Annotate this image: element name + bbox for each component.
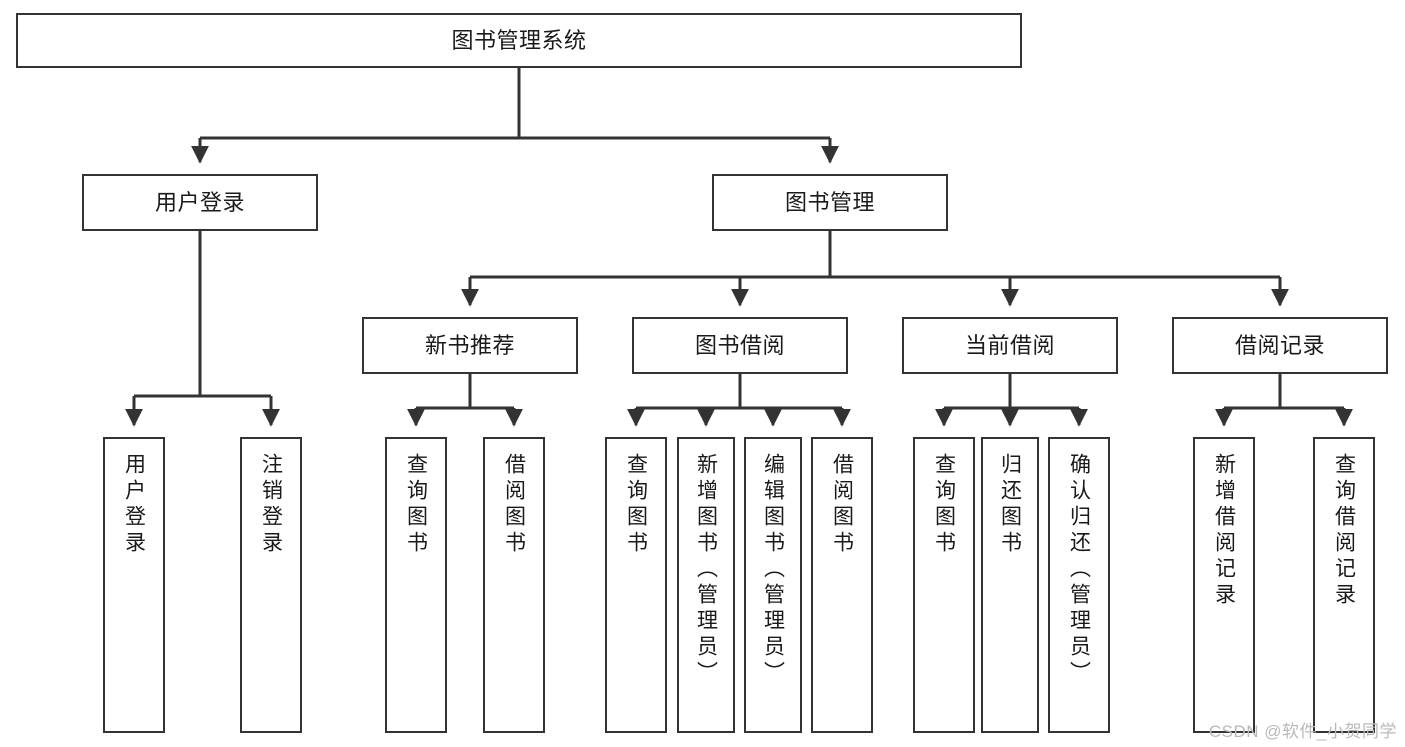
- node-book-manage[interactable]: 图书管理: [712, 174, 948, 231]
- node-root-label: 图书管理系统: [451, 27, 587, 53]
- node-leaf-add-borrow-record-label: 新增借阅记录: [1212, 453, 1236, 609]
- node-user-login[interactable]: 用户登录: [82, 174, 318, 231]
- node-new-book-rec[interactable]: 新书推荐: [362, 317, 578, 374]
- node-leaf-add-book-label: 新增图书（管理员）: [694, 453, 718, 687]
- node-leaf-query-borrow-record-label: 查询借阅记录: [1332, 453, 1356, 609]
- node-leaf-query-book-bb[interactable]: 查询图书: [605, 437, 667, 733]
- node-leaf-confirm-return[interactable]: 确认归还（管理员）: [1048, 437, 1110, 733]
- node-leaf-confirm-return-label: 确认归还（管理员）: [1067, 453, 1091, 687]
- node-current-borrow-label: 当前借阅: [964, 332, 1055, 358]
- node-leaf-return-book-label: 归还图书: [998, 453, 1022, 557]
- node-leaf-query-book-bb-label: 查询图书: [624, 453, 648, 557]
- node-leaf-add-book[interactable]: 新增图书（管理员）: [677, 437, 735, 733]
- node-leaf-query-book-rec[interactable]: 查询图书: [385, 437, 447, 733]
- node-book-manage-label: 图书管理: [784, 189, 875, 215]
- node-leaf-add-borrow-record[interactable]: 新增借阅记录: [1193, 437, 1255, 733]
- node-leaf-borrow-book-bb-label: 借阅图书: [830, 453, 854, 557]
- node-leaf-query-book-cb[interactable]: 查询图书: [913, 437, 975, 733]
- node-leaf-query-book-rec-label: 查询图书: [404, 453, 428, 557]
- node-new-book-rec-label: 新书推荐: [424, 332, 515, 358]
- node-current-borrow[interactable]: 当前借阅: [902, 317, 1118, 374]
- node-leaf-borrow-book-bb[interactable]: 借阅图书: [811, 437, 873, 733]
- node-leaf-borrow-book-rec[interactable]: 借阅图书: [483, 437, 545, 733]
- node-leaf-user-login-label: 用户登录: [122, 453, 146, 557]
- node-book-borrow-label: 图书借阅: [694, 332, 785, 358]
- node-user-login-label: 用户登录: [154, 189, 245, 215]
- node-leaf-user-logout-label: 注销登录: [259, 453, 283, 557]
- node-leaf-edit-book[interactable]: 编辑图书（管理员）: [744, 437, 802, 733]
- node-leaf-user-login[interactable]: 用户登录: [103, 437, 165, 733]
- node-borrow-record[interactable]: 借阅记录: [1172, 317, 1388, 374]
- node-leaf-return-book[interactable]: 归还图书: [981, 437, 1039, 733]
- node-book-borrow[interactable]: 图书借阅: [632, 317, 848, 374]
- csdn-watermark: CSDN @软件_小贺同学: [1208, 722, 1397, 741]
- node-leaf-query-book-cb-label: 查询图书: [932, 453, 956, 557]
- node-leaf-user-logout[interactable]: 注销登录: [240, 437, 302, 733]
- node-root[interactable]: 图书管理系统: [16, 13, 1022, 68]
- node-leaf-edit-book-label: 编辑图书（管理员）: [761, 453, 785, 687]
- node-borrow-record-label: 借阅记录: [1234, 332, 1325, 358]
- node-leaf-query-borrow-record[interactable]: 查询借阅记录: [1313, 437, 1375, 733]
- node-leaf-borrow-book-rec-label: 借阅图书: [502, 453, 526, 557]
